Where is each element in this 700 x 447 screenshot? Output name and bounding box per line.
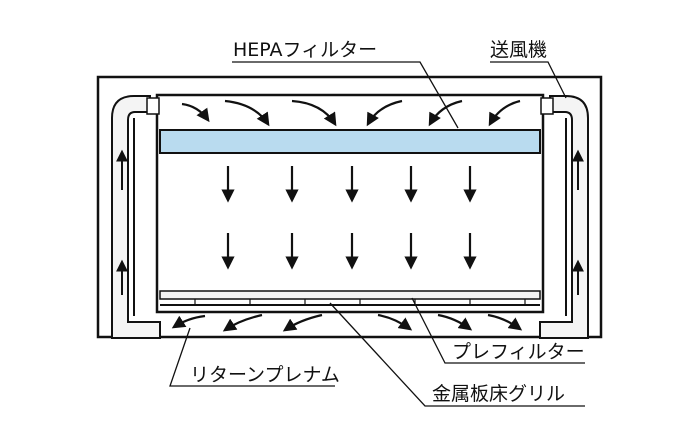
blower-leader-line [490,61,567,99]
hepa-filter-label: HEPAフィルター [233,39,377,61]
return-plenum-leader-line [169,327,335,387]
blower-label: 送風機 [490,39,547,61]
right-blower-unit [540,97,554,115]
return-airflow-arrows [171,313,523,332]
duct-upflow-arrows [116,149,584,295]
left-blower-unit [146,97,160,115]
metal-floor-grill-label: 金属板床グリル [432,383,565,405]
pre-filter-label: プレフィルター [452,341,585,363]
return-plenum-label: リターンプレナム [190,364,340,386]
hepa-filter [159,129,541,154]
floor-grill-leader-line [329,302,585,407]
leader-lines [169,61,585,407]
hepa-leader-line [232,61,459,129]
pre-filter [159,290,541,300]
downflow-arrows [221,166,477,270]
floor-grill-ticks [194,299,526,305]
clean-room-interior [155,93,545,314]
pre-filter-leader-line [411,297,585,364]
ceiling-airflow-arrows [181,99,521,127]
